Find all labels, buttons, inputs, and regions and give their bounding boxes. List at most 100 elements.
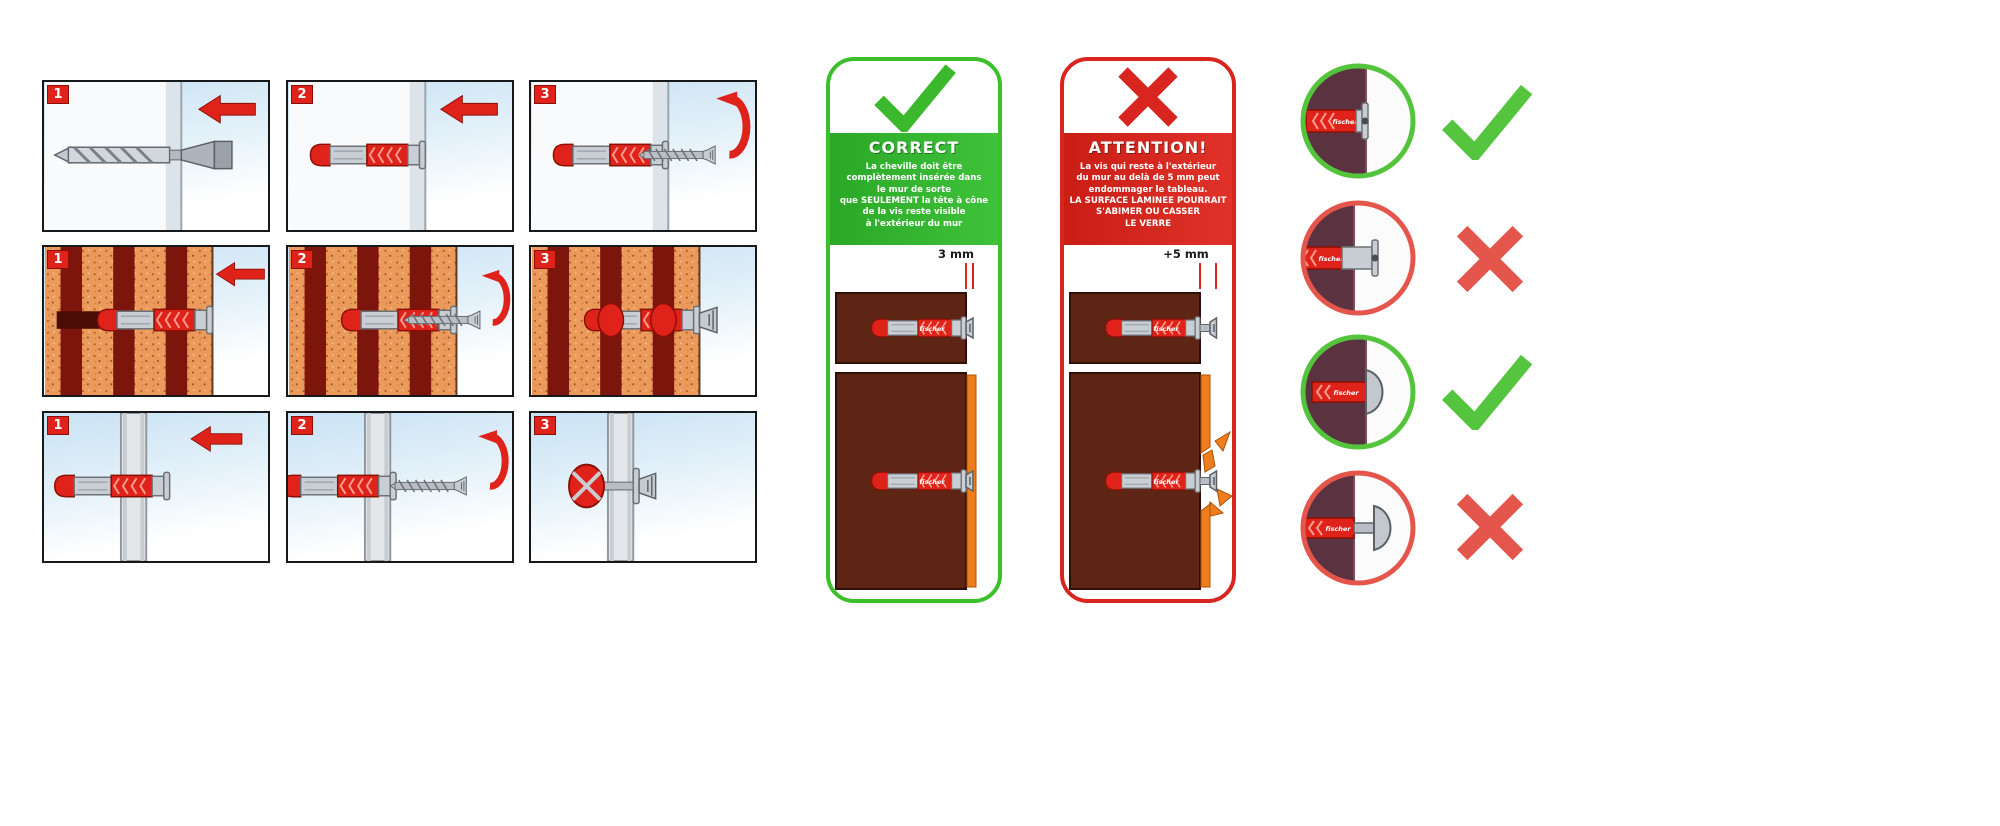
solid-wall-plug-illustration	[289, 82, 498, 230]
screw-shaft-proud	[1353, 522, 1375, 534]
insert-arrow-icon	[198, 95, 256, 124]
plug-flange	[632, 467, 640, 505]
solid-wall-screw-illustration	[532, 82, 755, 230]
solid-wall-drill-illustration	[45, 82, 256, 230]
step-number: 2	[291, 85, 313, 104]
check-icon	[870, 62, 958, 132]
instruction-line: La vis qui reste à l'extérieur	[1079, 162, 1217, 172]
instruction-line: LA SURFACE LAMINEE POURRAIT	[1069, 196, 1227, 207]
panel-brick-drive-screw: 2	[286, 245, 514, 397]
plug-expansion-knot	[597, 302, 625, 338]
brand-label: fischer	[919, 325, 945, 333]
panel-drywall-complete: 3	[529, 411, 757, 563]
panel-solid-drive-screw: 3	[529, 80, 757, 232]
step-number: 1	[47, 416, 69, 435]
bad-ring	[1300, 200, 1416, 316]
x-icon	[1111, 62, 1185, 132]
step-number: 2	[291, 416, 313, 435]
correct-card-header	[830, 61, 998, 133]
instruction-line: La cheville doit être	[865, 162, 963, 172]
instruction-line: à l'extérieur du mur	[865, 218, 963, 229]
panel-solid-insert-plug: 2	[286, 80, 514, 232]
step-number: 3	[534, 250, 556, 269]
drywall-plug-illustration	[53, 413, 243, 561]
frame-shard	[1214, 430, 1231, 453]
correct-card-illustration: 3 mm fischer fischer	[835, 247, 977, 590]
good-ring	[1300, 63, 1416, 179]
insert-arrow-icon	[215, 262, 265, 287]
insert-arrow-icon	[190, 426, 243, 452]
good-mark	[1438, 352, 1534, 434]
bad-ring	[1300, 470, 1416, 586]
x-icon	[1448, 488, 1532, 566]
screw-shaft	[1199, 324, 1211, 332]
screw-head	[1373, 504, 1392, 552]
drywall-finished-illustration	[568, 413, 657, 561]
x-icon	[1448, 220, 1532, 298]
brand-label: fischer	[1153, 325, 1179, 333]
detail-plug-flush-good: fischer	[1296, 59, 1420, 183]
instruction-line: que SEULEMENT la tête à cône	[839, 196, 989, 207]
brick-wall-screw-illustration	[289, 247, 512, 395]
bad-mark	[1448, 488, 1532, 570]
brand-label: fischer	[1325, 525, 1351, 533]
instruction-line: LE VERRE	[1125, 218, 1171, 229]
wall-plug-icon	[288, 471, 398, 501]
brand-label: fischer	[1333, 389, 1359, 397]
insert-arrow-icon	[440, 95, 498, 124]
panel-solid-drill: 1	[42, 80, 270, 232]
panel-brick-insert-plug: 1	[42, 245, 270, 397]
brick-wall-finished-illustration	[532, 247, 718, 395]
instruction-line: de la vis reste visible	[862, 207, 966, 218]
correct-card-title: CORRECT	[868, 138, 960, 157]
brand-label: fischer	[1332, 118, 1358, 126]
brand-label: fischer	[1318, 255, 1344, 263]
detail-plug-proud-bad: fischer	[1296, 196, 1420, 320]
good-mark	[1438, 82, 1534, 164]
wall-plug-icon	[309, 140, 427, 170]
panel-brick-complete: 3	[529, 245, 757, 397]
correct-card-textblock: CORRECT La cheville doit être complèteme…	[830, 133, 998, 245]
detail-screwhead-proud-bad: fischer	[1296, 466, 1420, 590]
instruction-line: complètement insérée dans	[846, 173, 982, 184]
attention-card: ATTENTION! La vis qui reste à l'extérieu…	[1060, 57, 1236, 603]
frame-shard	[1216, 488, 1232, 507]
rotation-arrow-icon	[482, 270, 507, 323]
panel-drywall-insert-plug: 1	[42, 411, 270, 563]
panel-drywall-drive-screw: 2	[286, 411, 514, 563]
drywall-screw-illustration	[288, 413, 512, 561]
step-number: 1	[47, 85, 69, 104]
instruction-line: S'ABIMER OU CASSER	[1096, 207, 1200, 218]
screw-head	[698, 306, 718, 334]
brand-label: fischer	[919, 478, 945, 486]
step-number: 2	[291, 250, 313, 269]
broken-frame-piece	[1200, 502, 1211, 588]
step-number: 3	[534, 416, 556, 435]
detail-screwhead-flush-good: fischer	[1296, 330, 1420, 454]
measurement-label: 3 mm	[938, 247, 974, 261]
broken-frame-piece	[1202, 449, 1216, 473]
correct-card: CORRECT La cheville doit être complèteme…	[826, 57, 1002, 603]
instruction-line: du mur au delà de 5 mm peut	[1076, 173, 1220, 184]
plug-collar-proud	[1341, 246, 1373, 270]
rotation-arrow-icon	[478, 430, 505, 486]
instruction-line: endommager le tableau.	[1088, 184, 1208, 195]
broken-frame-piece	[1200, 374, 1211, 454]
wall-plug-icon	[53, 471, 171, 501]
plug-expansion-knot	[650, 302, 677, 338]
drilled-hole	[56, 311, 102, 329]
good-ring	[1300, 334, 1416, 450]
bad-mark	[1448, 220, 1532, 302]
screw-shaft	[1199, 477, 1211, 485]
screw-icon	[389, 476, 468, 496]
attention-card-header	[1064, 61, 1232, 133]
step-number: 1	[47, 250, 69, 269]
screw-head	[1365, 368, 1384, 416]
brand-label: fischer	[1153, 478, 1179, 486]
attention-card-textblock: ATTENTION! La vis qui reste à l'extérieu…	[1064, 133, 1232, 245]
check-icon	[1438, 82, 1534, 160]
instruction-line: le mur de sorte	[876, 184, 952, 195]
rotation-arrow-icon	[716, 92, 746, 155]
attention-card-title: ATTENTION!	[1088, 138, 1208, 157]
